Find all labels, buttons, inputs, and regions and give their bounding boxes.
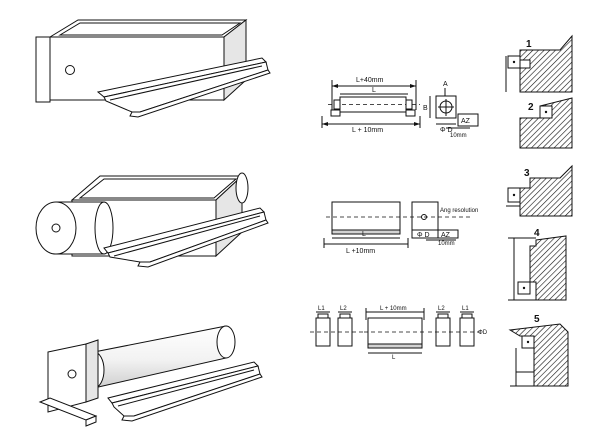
center-length-label: L + 10mm (380, 306, 407, 312)
position-number: 5 (534, 314, 540, 325)
axle-hole-icon (65, 65, 75, 75)
position-number: 2 (528, 102, 534, 113)
position-number: 1 (526, 39, 532, 50)
mounting-position-1: 1 (505, 34, 573, 93)
position-number: 4 (534, 228, 540, 239)
mounting-position-4: 4 (508, 228, 567, 301)
diameter-label: ΦD (478, 330, 488, 336)
top-length-label: L+40mm (356, 77, 384, 84)
side-diameter-label: Φ D (417, 232, 430, 239)
mounting-position-5: 5 (508, 314, 569, 387)
side-note-label: Ang resolution (440, 208, 478, 214)
side-diameter-label: Φ D (440, 127, 453, 134)
cassette-roller-illustration (35, 172, 269, 268)
dimension-diagram-b: L L +10mm Ang resolution Φ D AZ 10mm (323, 201, 478, 255)
dimension-diagram-a: L+40mm L L + 10mm A B Φ D AZ 10mm (321, 77, 479, 139)
side-b-label: B (423, 105, 428, 112)
mounting-position-2: 2 (519, 97, 573, 149)
l1-right-label: L1 (462, 306, 469, 312)
side-gap-label: 10mm (438, 241, 455, 247)
bottom-length-label: L + 10mm (352, 127, 383, 134)
roller-hub-icon (51, 223, 61, 233)
bottom-length-label: L +10mm (346, 248, 375, 255)
length-label: L (372, 87, 376, 94)
side-az-label: AZ (441, 232, 451, 239)
mounting-position-3: 3 (506, 164, 573, 217)
l1-left-label: L1 (318, 306, 325, 312)
side-gap-label: 10mm (450, 133, 467, 139)
l2-left-label: L2 (340, 306, 347, 312)
length-label: L (362, 231, 366, 238)
center-l-label: L (392, 355, 396, 361)
l2-right-label: L2 (438, 306, 445, 312)
side-az-label: AZ (461, 118, 471, 125)
cassette-box-illustration (35, 18, 271, 118)
bracket-hole-icon (67, 369, 77, 379)
side-arrow-label: A (443, 81, 448, 88)
open-roller-illustration (38, 325, 263, 427)
position-number: 3 (524, 168, 530, 179)
dimension-diagram-c: L1 L2 L + 10mm L L2 L1 ΦD (310, 306, 488, 361)
